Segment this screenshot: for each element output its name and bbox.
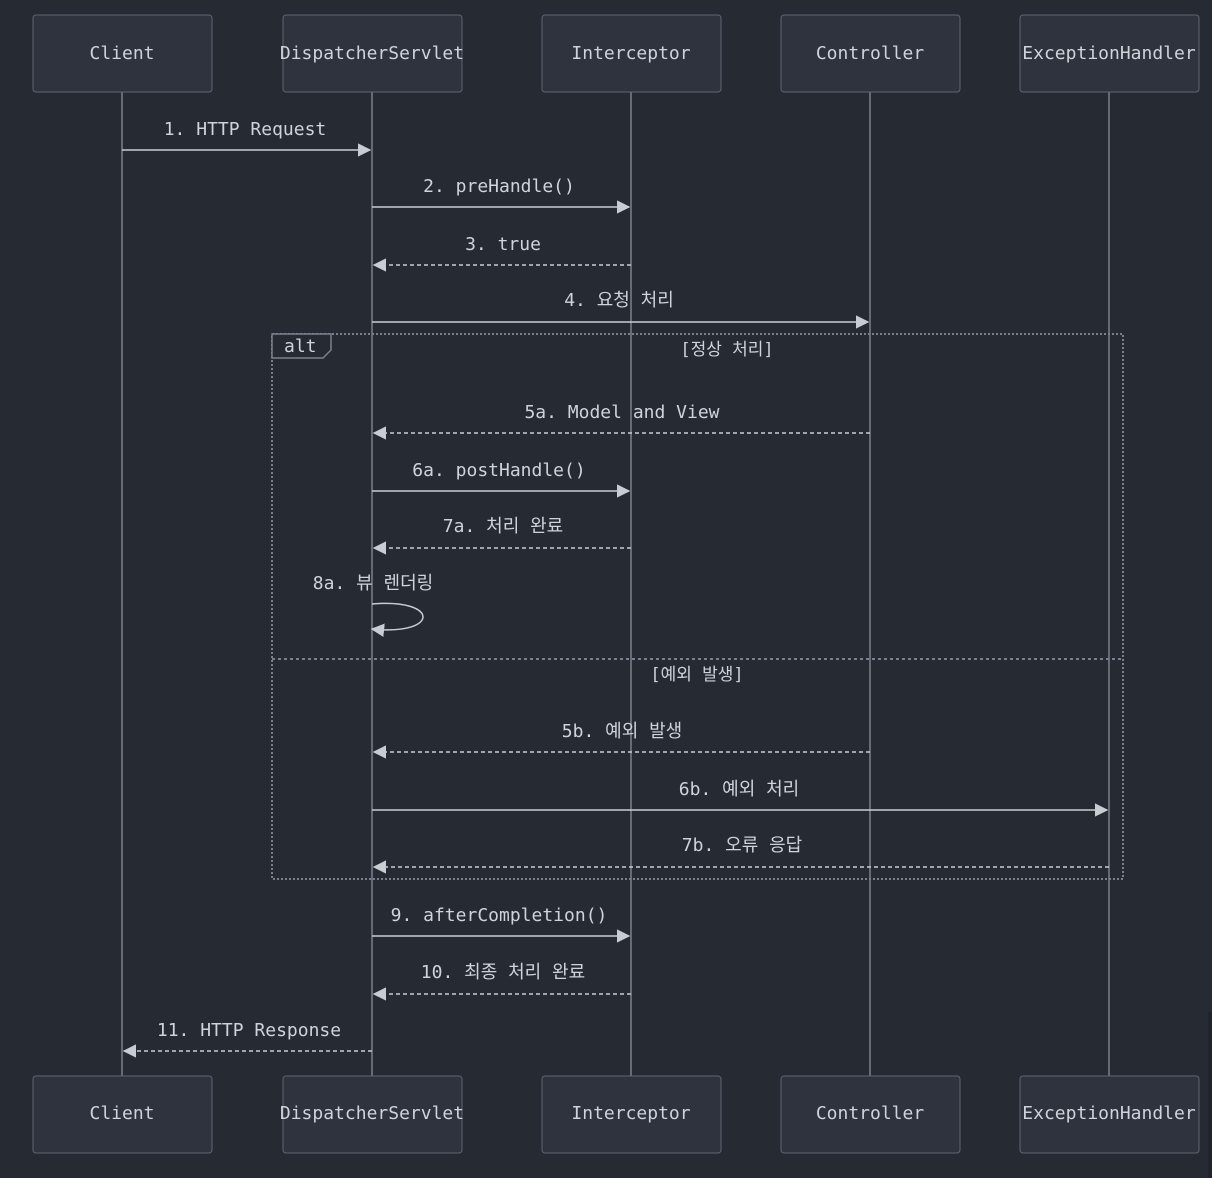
- actors-top: Client DispatcherServlet Interceptor Con…: [32, 14, 1200, 93]
- message-label: 8a. 뷰 렌더링: [313, 573, 433, 594]
- actor-dispatcher-servlet-top: DispatcherServlet: [280, 14, 464, 93]
- message-label: 5b. 예외 발생: [562, 721, 682, 742]
- actor-label: Controller: [816, 43, 925, 64]
- actor-client-bottom: Client: [32, 1075, 213, 1154]
- message-label: 11. HTTP Response: [157, 1020, 341, 1041]
- message-label: 6a. postHandle(): [412, 460, 585, 481]
- alt-frame: alt [정상 처리] [예외 발생]: [271, 333, 1124, 880]
- actor-interceptor-top: Interceptor: [541, 14, 722, 93]
- actor-controller-top: Controller: [780, 14, 961, 93]
- message-7a: 7a. 처리 완료: [372, 516, 631, 555]
- actor-label: Client: [89, 43, 154, 64]
- actor-controller-bottom: Controller: [780, 1075, 961, 1154]
- actor-label: DispatcherServlet: [280, 43, 464, 64]
- alt-frame-border: [271, 333, 1124, 880]
- message-3: 3. true: [372, 234, 631, 272]
- message-label: 7a. 처리 완료: [443, 516, 563, 537]
- alt-condition-exception: [예외 발생]: [650, 665, 743, 685]
- alt-condition-normal: [정상 처리]: [680, 340, 773, 360]
- message-label: 2. preHandle(): [423, 176, 575, 197]
- actor-dispatcher-servlet-bottom: DispatcherServlet: [280, 1075, 464, 1154]
- messages: 1. HTTP Request 2. preHandle() 3. true 4…: [122, 119, 1109, 1058]
- alt-frame-tab: [271, 333, 332, 359]
- message-2: 2. preHandle(): [372, 176, 631, 214]
- message-label: 9. afterCompletion(): [391, 905, 608, 926]
- message-label: 6b. 예외 처리: [679, 779, 799, 800]
- message-10: 10. 최종 처리 완료: [372, 962, 631, 1001]
- message-label: 7b. 오류 응답: [682, 835, 802, 856]
- message-1: 1. HTTP Request: [122, 119, 372, 157]
- window-edge: [1208, 1012, 1212, 1178]
- message-6b: 6b. 예외 처리: [372, 779, 1109, 817]
- actor-label: Controller: [816, 1103, 925, 1124]
- message-label: 4. 요청 처리: [564, 290, 674, 311]
- self-call-arrow: [370, 602, 424, 637]
- message-4: 4. 요청 처리: [372, 290, 870, 329]
- alt-keyword: alt: [284, 336, 317, 357]
- actor-label: Client: [89, 1103, 154, 1124]
- actor-label: ExceptionHandler: [1022, 1103, 1196, 1124]
- actor-label: DispatcherServlet: [280, 1103, 464, 1124]
- message-label: 5a. Model and View: [524, 402, 719, 423]
- message-6a: 6a. postHandle(): [372, 460, 631, 498]
- actor-label: Interceptor: [571, 43, 690, 64]
- actor-exception-handler-top: ExceptionHandler: [1019, 14, 1200, 93]
- message-7b: 7b. 오류 응답: [372, 835, 1109, 874]
- message-5a: 5a. Model and View: [372, 402, 870, 440]
- message-label: 10. 최종 처리 완료: [421, 962, 585, 983]
- actor-exception-handler-bottom: ExceptionHandler: [1019, 1075, 1200, 1154]
- actor-label: ExceptionHandler: [1022, 43, 1196, 64]
- message-9: 9. afterCompletion(): [372, 905, 631, 943]
- message-label: 1. HTTP Request: [164, 119, 327, 140]
- actors-bottom: Client DispatcherServlet Interceptor Con…: [32, 1075, 1200, 1154]
- message-8a: 8a. 뷰 렌더링: [313, 573, 433, 637]
- message-label: 3. true: [465, 234, 541, 255]
- actor-client-top: Client: [32, 14, 213, 93]
- message-5b: 5b. 예외 발생: [372, 721, 870, 759]
- message-11: 11. HTTP Response: [122, 1020, 372, 1058]
- actor-label: Interceptor: [571, 1103, 690, 1124]
- lifelines: [121, 92, 1110, 1076]
- actor-interceptor-bottom: Interceptor: [541, 1075, 722, 1154]
